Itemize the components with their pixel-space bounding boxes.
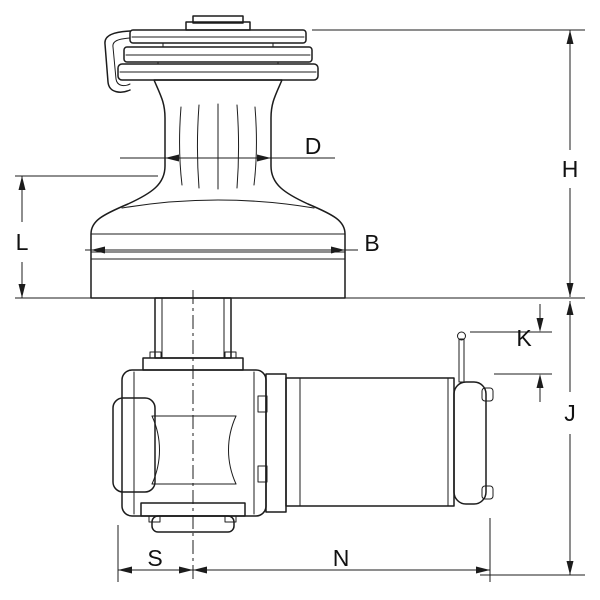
dim-label-s: S	[147, 545, 162, 571]
dimension-J: J	[564, 301, 576, 575]
dim-label-d: D	[305, 133, 322, 159]
dim-label-l: L	[16, 229, 29, 255]
electric-motor	[257, 373, 494, 513]
self-tailing-discs	[117, 29, 319, 81]
winch-drawing	[15, 15, 585, 582]
winch-top-cap	[185, 15, 251, 31]
drum-ribs	[179, 103, 257, 190]
dimension-N: N	[193, 545, 490, 574]
motor-terminal-pin	[457, 331, 466, 383]
dim-label-b: B	[364, 230, 379, 256]
dimension-H: H	[562, 30, 579, 297]
dim-label-n: N	[333, 545, 350, 571]
dimension-annotations: D H L B	[15, 29, 585, 582]
dimension-B: B	[85, 230, 380, 256]
dimension-D: D	[120, 133, 335, 162]
dimension-S: S	[118, 545, 193, 574]
dimension-K: K	[516, 304, 544, 402]
dim-label-j: J	[564, 400, 576, 426]
gearbox	[112, 351, 267, 533]
dimension-L: L	[16, 176, 29, 298]
dim-label-k: K	[516, 325, 532, 351]
line-stripper-arm	[104, 30, 131, 93]
dim-label-h: H	[562, 156, 579, 182]
